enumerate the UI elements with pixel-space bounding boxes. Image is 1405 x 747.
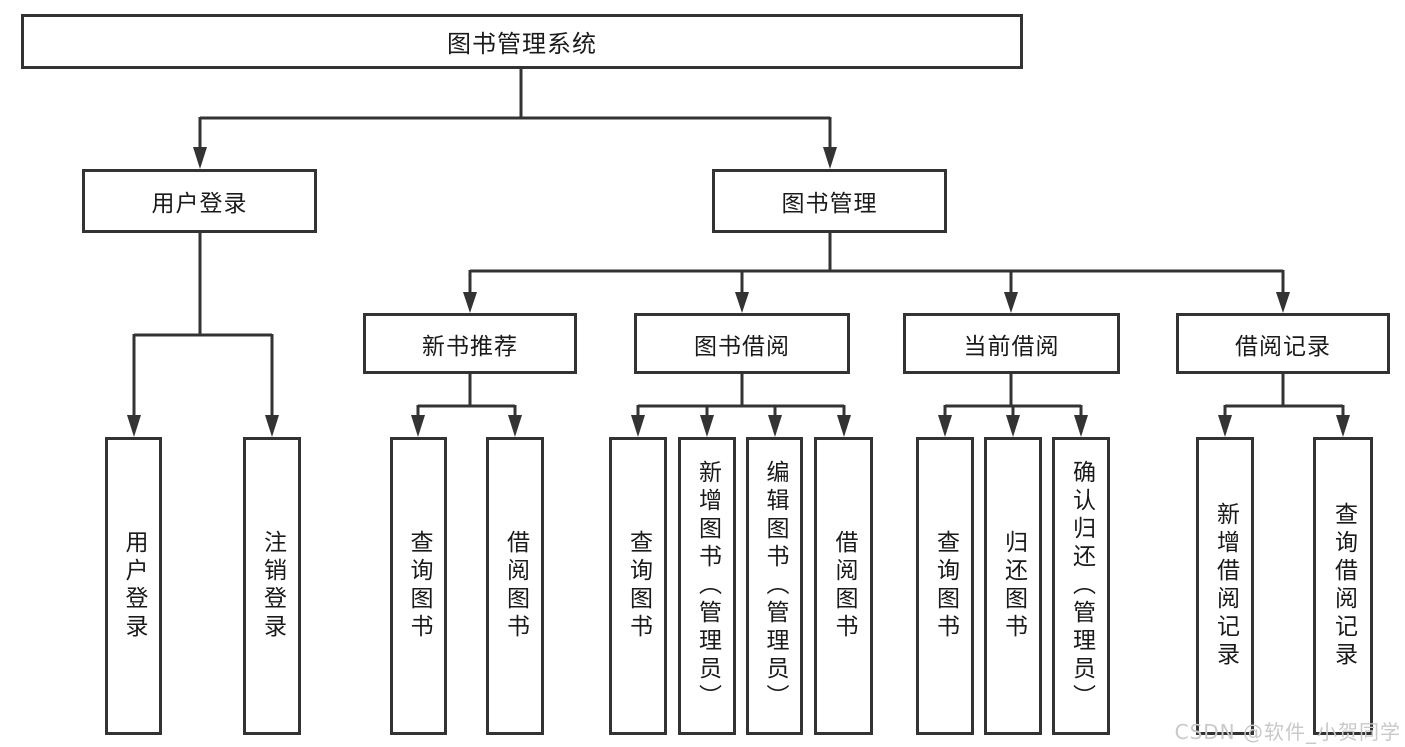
leaf-borrow-book: 借阅图书	[814, 437, 873, 735]
leaf-borrow-query-book: 查询图书	[609, 437, 667, 735]
leaf-current-query-book: 查询图书	[916, 437, 974, 735]
leaf-newbooks-borrow-book: 借阅图书	[486, 437, 544, 735]
node-current-borrow: 当前借阅	[903, 313, 1120, 374]
leaf-logout: 注销登录	[243, 437, 301, 735]
leaf-query-borrow-record: 查询借阅记录	[1313, 437, 1373, 735]
node-book-management: 图书管理	[712, 169, 947, 233]
node-book-borrow: 图书借阅	[634, 313, 850, 374]
leaf-add-borrow-record: 新增借阅记录	[1196, 437, 1254, 735]
leaf-edit-book-admin: 编辑图书（管理员）	[746, 437, 803, 735]
leaf-confirm-return-admin: 确认归还（管理员）	[1052, 437, 1110, 735]
node-user-login: 用户登录	[82, 169, 317, 233]
leaf-return-book: 归还图书	[984, 437, 1042, 735]
leaf-newbooks-query-book: 查询图书	[390, 437, 447, 735]
node-root-system: 图书管理系统	[21, 14, 1023, 69]
csdn-watermark: CSDN @软件_小贺同学	[1174, 720, 1401, 744]
leaf-add-book-admin: 新增图书（管理员）	[678, 437, 736, 735]
node-new-book-recommend: 新书推荐	[363, 313, 577, 374]
node-borrow-records: 借阅记录	[1176, 313, 1390, 374]
leaf-user-login: 用户登录	[105, 437, 162, 735]
